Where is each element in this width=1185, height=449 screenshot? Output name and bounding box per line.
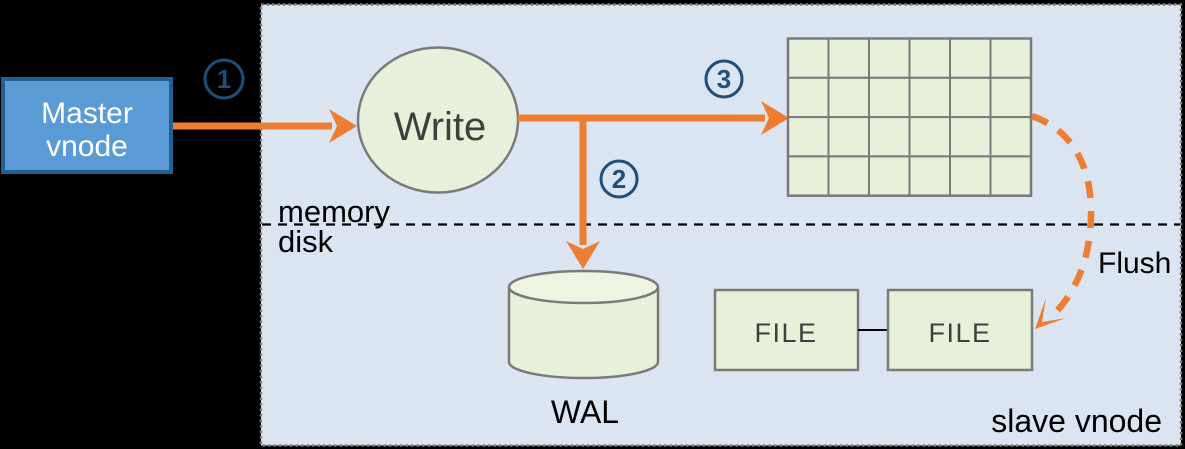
flush-arrow	[1030, 112, 1095, 321]
memtable-cell	[949, 116, 992, 158]
step-3-circle	[704, 59, 744, 99]
step-3-number: 3	[717, 64, 731, 94]
memtable-cell	[868, 37, 911, 79]
wal-cylinder-body	[507, 287, 660, 380]
memtable-cell	[949, 155, 992, 197]
memtable-cell	[827, 116, 870, 158]
master-vnode-label-line2: vnode	[46, 130, 128, 163]
memtable-cell	[989, 37, 1032, 79]
wal-cylinder-top	[507, 269, 660, 305]
memtable-cell	[908, 76, 951, 119]
memtable-cell	[908, 155, 951, 197]
step-1-circle	[203, 58, 245, 100]
file-right-label: FILE	[928, 318, 991, 348]
step-1-number: 1	[217, 64, 231, 94]
memtable-cell	[989, 76, 1032, 119]
memtable-cell	[787, 155, 830, 197]
arrow-master-to-write-head	[329, 109, 357, 143]
write-node-label: Write	[394, 105, 487, 149]
master-vnode-box	[1, 77, 173, 174]
memtable-cell	[868, 116, 911, 158]
slave-vnode-label: slave vnode	[991, 403, 1162, 439]
memtable-cell	[868, 155, 911, 197]
memtable-cell	[787, 116, 830, 158]
memtable-cell	[908, 116, 951, 158]
step-2-number: 2	[612, 164, 626, 194]
memtable-cell	[827, 76, 870, 119]
file-box-left	[713, 288, 860, 372]
arrow-write-to-memtable-head	[761, 101, 789, 135]
memtable-cell	[827, 155, 870, 197]
memtable-cell	[827, 37, 870, 79]
disk-label: disk	[278, 224, 334, 259]
memtable-cell	[989, 116, 1032, 158]
file-box-right	[886, 288, 1034, 372]
memtable-cell	[949, 76, 992, 119]
step-2-circle	[599, 159, 639, 199]
memtable-grid	[787, 37, 1032, 197]
memtable-cell	[868, 76, 911, 119]
wal-label: WAL	[551, 394, 619, 430]
memtable-cell	[949, 37, 992, 79]
memtable-cell	[989, 155, 1032, 197]
memtable-grid-outline	[786, 37, 1033, 197]
memtable-cell	[908, 37, 951, 79]
memtable-cell	[787, 76, 830, 119]
memtable-cell	[787, 37, 830, 79]
file-left-label: FILE	[754, 318, 817, 348]
memory-label: memory	[278, 194, 390, 229]
flush-arrow-head	[1035, 298, 1066, 329]
arrow-write-to-wal-head	[566, 241, 600, 269]
flush-label: Flush	[1098, 247, 1171, 280]
master-vnode-label-line1: Master	[41, 97, 133, 130]
